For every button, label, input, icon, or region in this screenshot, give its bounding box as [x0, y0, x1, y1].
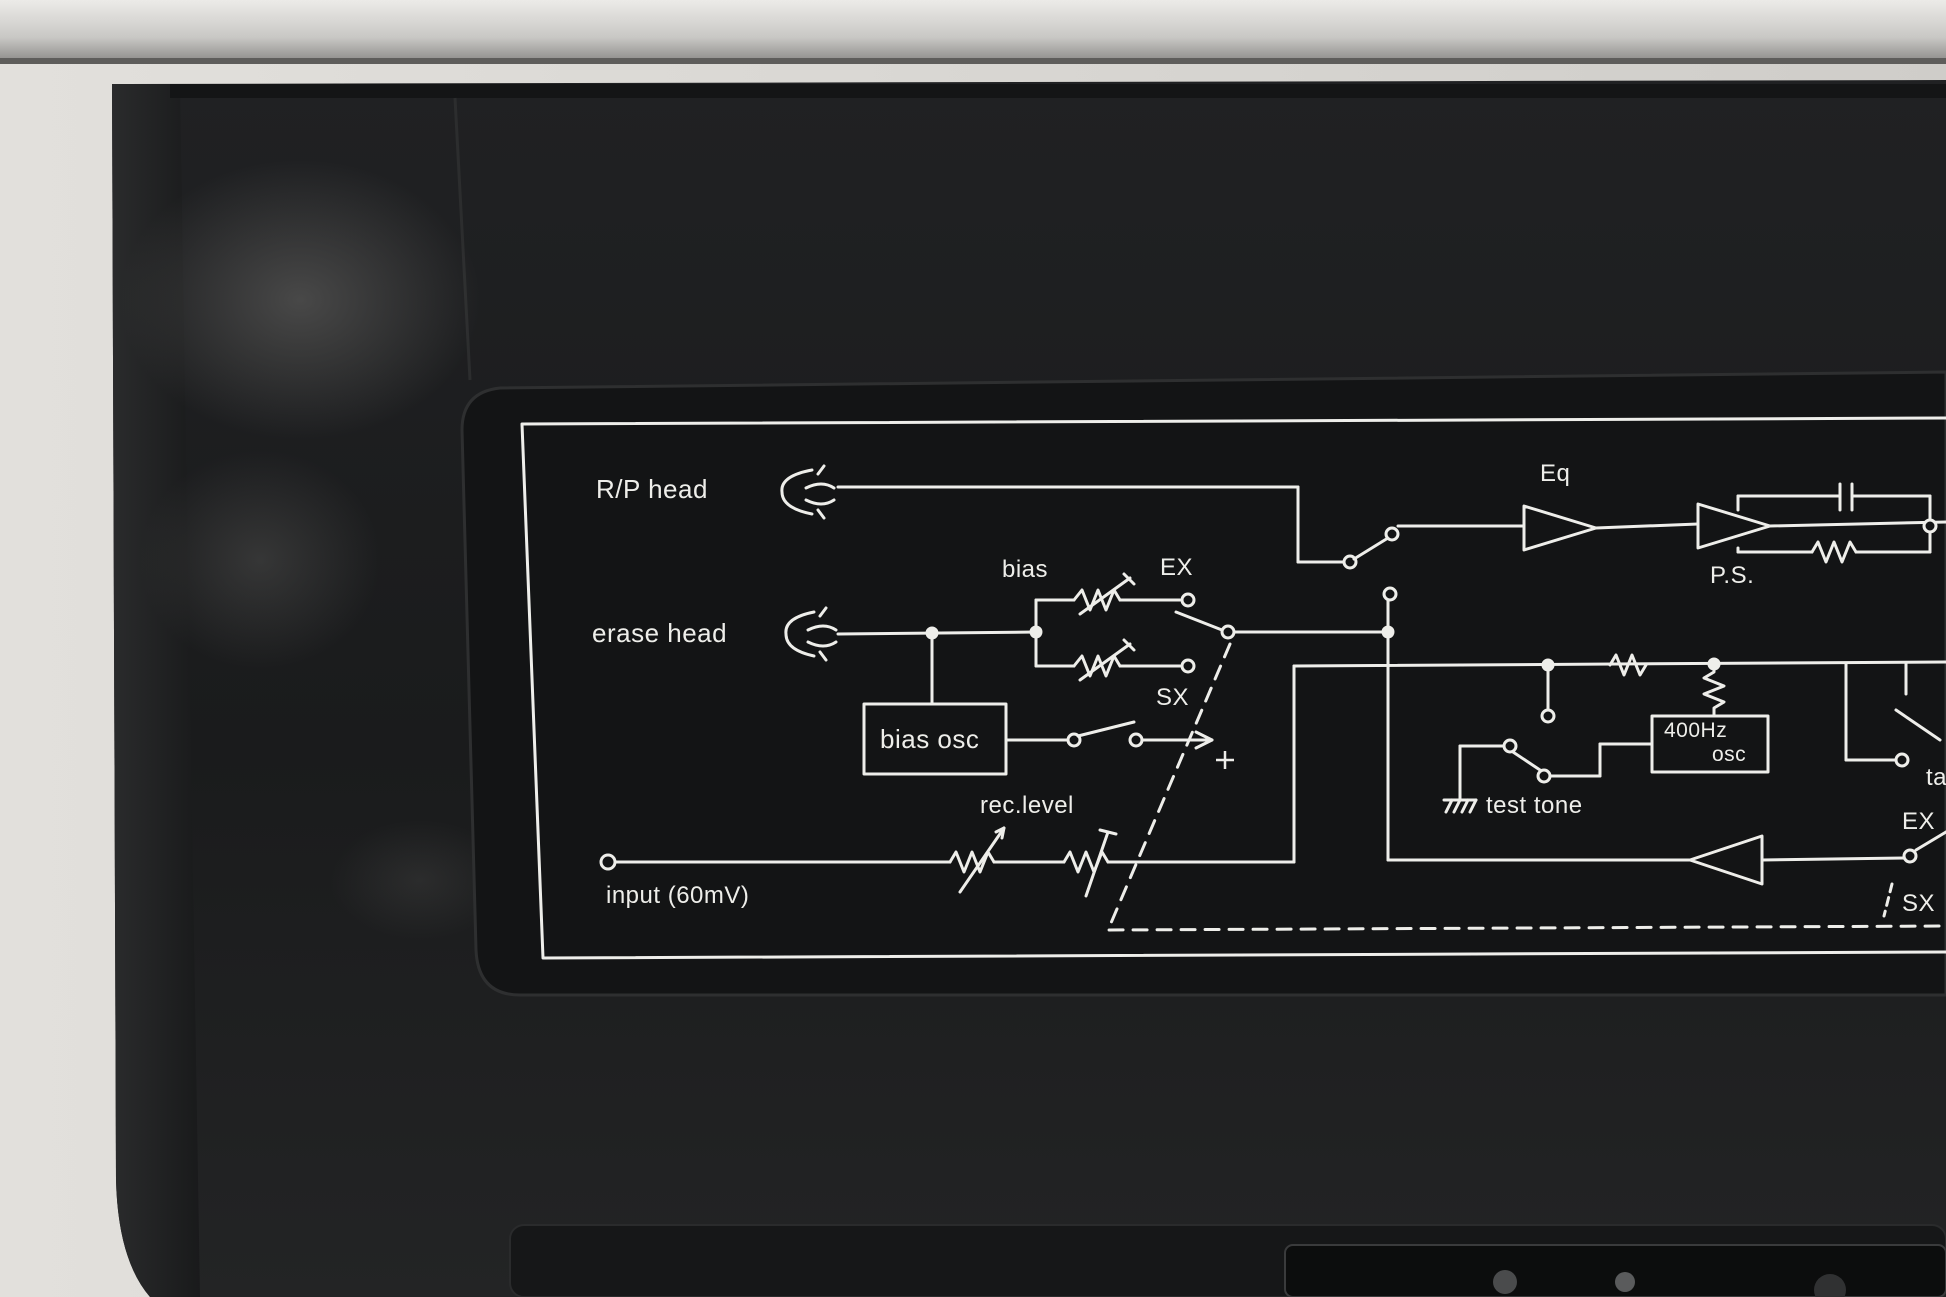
label-400hz: 400Hz — [1664, 719, 1728, 742]
label-ps: P.S. — [1710, 562, 1755, 589]
label-bias: bias — [1002, 556, 1049, 583]
label-ta-partial: ta — [1926, 764, 1946, 791]
label-bias-osc: bias osc — [880, 724, 980, 754]
schematic-diagram — [520, 416, 1946, 960]
label-rec-level: rec.level — [980, 792, 1074, 819]
eq-amplifier — [1522, 504, 1598, 552]
label-erase-head: erase head — [592, 618, 728, 648]
upper-band — [170, 84, 1946, 98]
label-test-tone: test tone — [1486, 792, 1583, 819]
rp-head-symbol — [780, 464, 836, 520]
label-osc: osc — [1712, 743, 1747, 766]
schematic-plate — [460, 370, 1946, 997]
lid-strip — [0, 0, 1946, 62]
label-rp-head: R/P head — [596, 474, 708, 504]
erase-head-symbol — [784, 606, 838, 662]
label-sx-right: SX — [1902, 890, 1936, 917]
label-input: input (60mV) — [606, 882, 750, 909]
linkage-dashed — [1106, 642, 1946, 932]
label-eq: Eq — [1540, 460, 1571, 487]
schematic-border — [520, 416, 1946, 960]
label-ex-top: EX — [1160, 554, 1194, 581]
connector-screw — [1493, 1270, 1517, 1294]
label-ex-right: EX — [1902, 808, 1936, 835]
ps-amplifier — [1696, 502, 1772, 550]
dust-smudge — [120, 160, 480, 440]
label-sx-left: SX — [1156, 684, 1190, 711]
